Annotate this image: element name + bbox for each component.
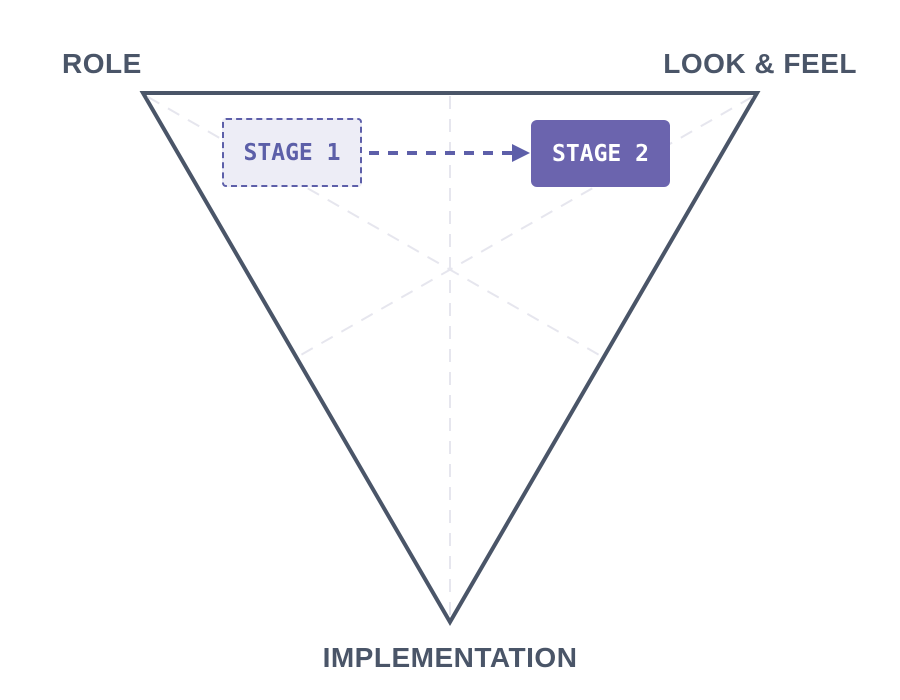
stage-2-label: STAGE 2	[552, 140, 649, 167]
stage-2-node: STAGE 2	[531, 120, 670, 187]
stage-1-node: STAGE 1	[222, 118, 362, 187]
stage-1-label: STAGE 1	[243, 139, 341, 166]
corner-label-role: ROLE	[62, 48, 142, 79]
corner-label-look-and-feel: LOOK & FEEL	[663, 48, 857, 79]
corner-label-implementation: IMPLEMENTATION	[322, 642, 578, 673]
guide-line-from-look-feel	[298, 96, 753, 357]
guide-line-from-role	[147, 96, 602, 357]
stage-arrow-head-icon	[512, 144, 530, 162]
